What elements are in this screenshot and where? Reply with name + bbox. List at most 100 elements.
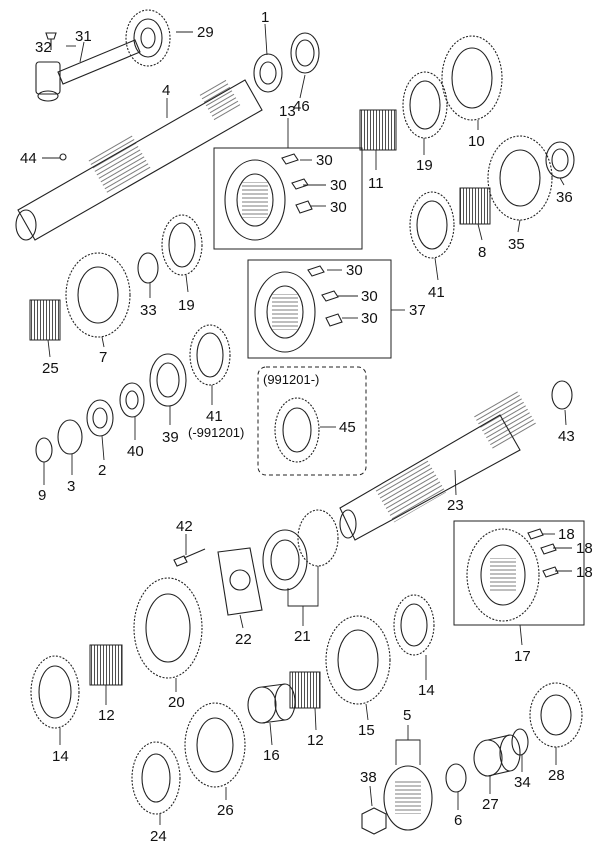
part-input-shaft-4 (15, 79, 263, 241)
part-snap-ring-34 (511, 728, 529, 756)
callout-33: 33 (140, 302, 157, 319)
part-gear-20 (133, 577, 203, 679)
part-gear-10 (441, 35, 503, 121)
part-collar-27 (473, 734, 521, 777)
callout-43: 43 (558, 428, 575, 445)
callout-1: 1 (261, 9, 269, 26)
part-bearing-1 (253, 53, 283, 93)
part-oil-seal-46 (290, 32, 320, 74)
part-synchro-ring-45 (274, 397, 320, 463)
leader-lines (42, 23, 572, 825)
callout-11: 11 (368, 175, 384, 192)
callout-34: 34 (514, 774, 531, 791)
note-to-date: (-991201) (188, 425, 244, 440)
part-gear-28 (529, 682, 583, 748)
callout-4: 4 (162, 82, 170, 99)
group-box-17 (453, 520, 585, 626)
callout-14-a: 14 (52, 748, 69, 765)
callout-18-b: 18 (576, 540, 593, 557)
callout-28: 28 (548, 767, 565, 784)
part-cap-43 (551, 380, 573, 410)
part-gear-35 (487, 135, 553, 221)
group-box-45-dashed (257, 366, 367, 476)
callout-13: 13 (279, 103, 296, 120)
callout-30-d: 30 (346, 262, 363, 279)
part-ring-6 (445, 763, 467, 793)
part-needle-bearing-11 (359, 109, 397, 151)
callout-23: 23 (447, 497, 464, 514)
callout-37: 37 (409, 302, 426, 319)
part-gear-24 (131, 741, 181, 815)
callout-35: 35 (508, 236, 525, 253)
callout-17: 17 (514, 648, 531, 665)
callout-42: 42 (176, 518, 193, 535)
part-bolt-32 (45, 32, 57, 50)
callout-15: 15 (358, 722, 375, 739)
part-synchro-ring-41-lower (189, 324, 231, 386)
callout-labels: 1 46 29 32 31 4 44 13 30 30 30 30 30 30 … (20, 9, 593, 845)
callout-39: 39 (162, 429, 179, 446)
part-bolt-42 (173, 548, 206, 567)
note-from-date: (991201-) (263, 372, 319, 387)
callout-30-a: 30 (316, 152, 333, 169)
callout-30-f: 30 (361, 310, 378, 327)
callout-2: 2 (98, 462, 106, 479)
part-gear-29 (125, 9, 171, 67)
part-needle-bearing-12-left (89, 644, 123, 686)
callout-40: 40 (127, 443, 144, 460)
part-ring-33 (137, 252, 159, 284)
part-bearing-40 (119, 382, 145, 418)
part-snap-ring-9 (35, 437, 53, 463)
callout-46: 46 (293, 98, 310, 115)
part-gear-26 (184, 702, 246, 788)
callout-16: 16 (263, 747, 280, 764)
callout-30-e: 30 (361, 288, 378, 305)
callout-10: 10 (468, 133, 485, 150)
callout-26: 26 (217, 802, 234, 819)
part-needle-bearing-8 (459, 187, 491, 225)
part-key-30-upper (281, 153, 313, 214)
callout-41-b: 41 (206, 408, 223, 425)
callout-22: 22 (235, 631, 252, 648)
callout-14-b: 14 (418, 682, 435, 699)
part-key-18 (527, 528, 559, 578)
part-synchronizer-hub-37 (254, 271, 316, 353)
part-needle-bearing-25 (29, 299, 61, 341)
part-main-shaft-23 (339, 390, 537, 541)
callout-41-a: 41 (428, 284, 445, 301)
callout-36: 36 (556, 189, 573, 206)
callout-8: 8 (478, 244, 486, 261)
part-synchronizer-hub-13 (224, 159, 286, 241)
callout-7: 7 (99, 349, 107, 366)
part-ring-3 (57, 419, 83, 455)
callout-31: 31 (75, 28, 92, 45)
part-gear-15 (325, 615, 391, 705)
callout-6: 6 (454, 812, 462, 829)
part-gear-14-left (30, 655, 80, 729)
callout-19-b: 19 (178, 297, 195, 314)
part-bearing-2 (86, 399, 114, 437)
part-plate-22 (217, 547, 263, 616)
callout-32: 32 (35, 39, 52, 56)
callout-25: 25 (42, 360, 59, 377)
part-synchro-ring-41-upper (409, 191, 455, 259)
callout-5: 5 (403, 707, 411, 724)
part-synchro-ring-19-lower (161, 214, 203, 276)
part-bearing-21 (262, 509, 339, 591)
group-box-37 (247, 259, 392, 359)
callout-30-c: 30 (330, 199, 347, 216)
callout-44: 44 (20, 150, 37, 167)
callout-3: 3 (67, 478, 75, 495)
callout-45: 45 (339, 419, 356, 436)
part-cone-39 (149, 353, 187, 407)
part-nut-38 (361, 807, 387, 835)
part-gear-7 (65, 252, 131, 338)
callout-27: 27 (482, 796, 499, 813)
part-gear-17 (466, 528, 540, 622)
part-synchro-ring-14-right (393, 594, 435, 656)
part-bushing-16 (247, 683, 296, 724)
part-synchronizer-5 (383, 765, 433, 831)
part-synchro-ring-19-upper (402, 71, 448, 139)
callout-29: 29 (197, 24, 214, 41)
